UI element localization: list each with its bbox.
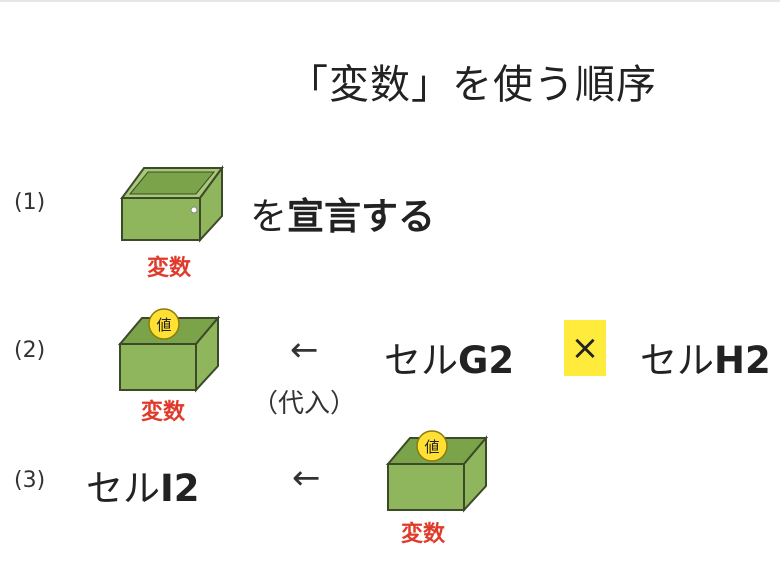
cell-g2-ref: G2: [458, 339, 515, 382]
assign-arrow-2: ←: [290, 330, 319, 370]
svg-text:値: 値: [156, 316, 171, 334]
svg-text:値: 値: [424, 438, 439, 456]
assign-arrow-3: ←: [292, 458, 321, 498]
cell-g2-prefix: セル: [384, 339, 458, 382]
step-2-number: (2): [14, 338, 46, 363]
top-divider: [0, 0, 780, 2]
variable-label-2: 変数: [140, 400, 185, 425]
variable-box-with-value-icon-3: 値: [385, 430, 489, 513]
multiply-operator: ×: [564, 320, 606, 376]
assign-note: （代入）: [252, 389, 357, 419]
step-1-text: を宣言する: [250, 186, 435, 240]
step-1-number: (1): [14, 190, 46, 215]
variable-label-3: 変数: [400, 522, 445, 547]
step-3-number: (3): [14, 468, 46, 493]
step-1-particle: を: [250, 195, 287, 238]
cell-h2-prefix: セル: [640, 339, 714, 382]
cell-i2-ref: I2: [160, 467, 200, 510]
cell-g2-text: セルG2: [384, 330, 514, 384]
variable-label-1: 変数: [146, 256, 191, 281]
cell-h2-text: セルH2: [640, 330, 771, 384]
variable-box-closed-icon: [120, 164, 224, 243]
step-1-verb: 宣言する: [287, 195, 435, 238]
cell-h2-ref: H2: [714, 339, 771, 382]
cell-i2-prefix: セル: [86, 467, 160, 510]
variable-box-with-value-icon: 値: [117, 308, 221, 393]
page-title: 「変数」を使う順序: [288, 62, 657, 108]
cell-i2-text: セルI2: [86, 458, 200, 512]
